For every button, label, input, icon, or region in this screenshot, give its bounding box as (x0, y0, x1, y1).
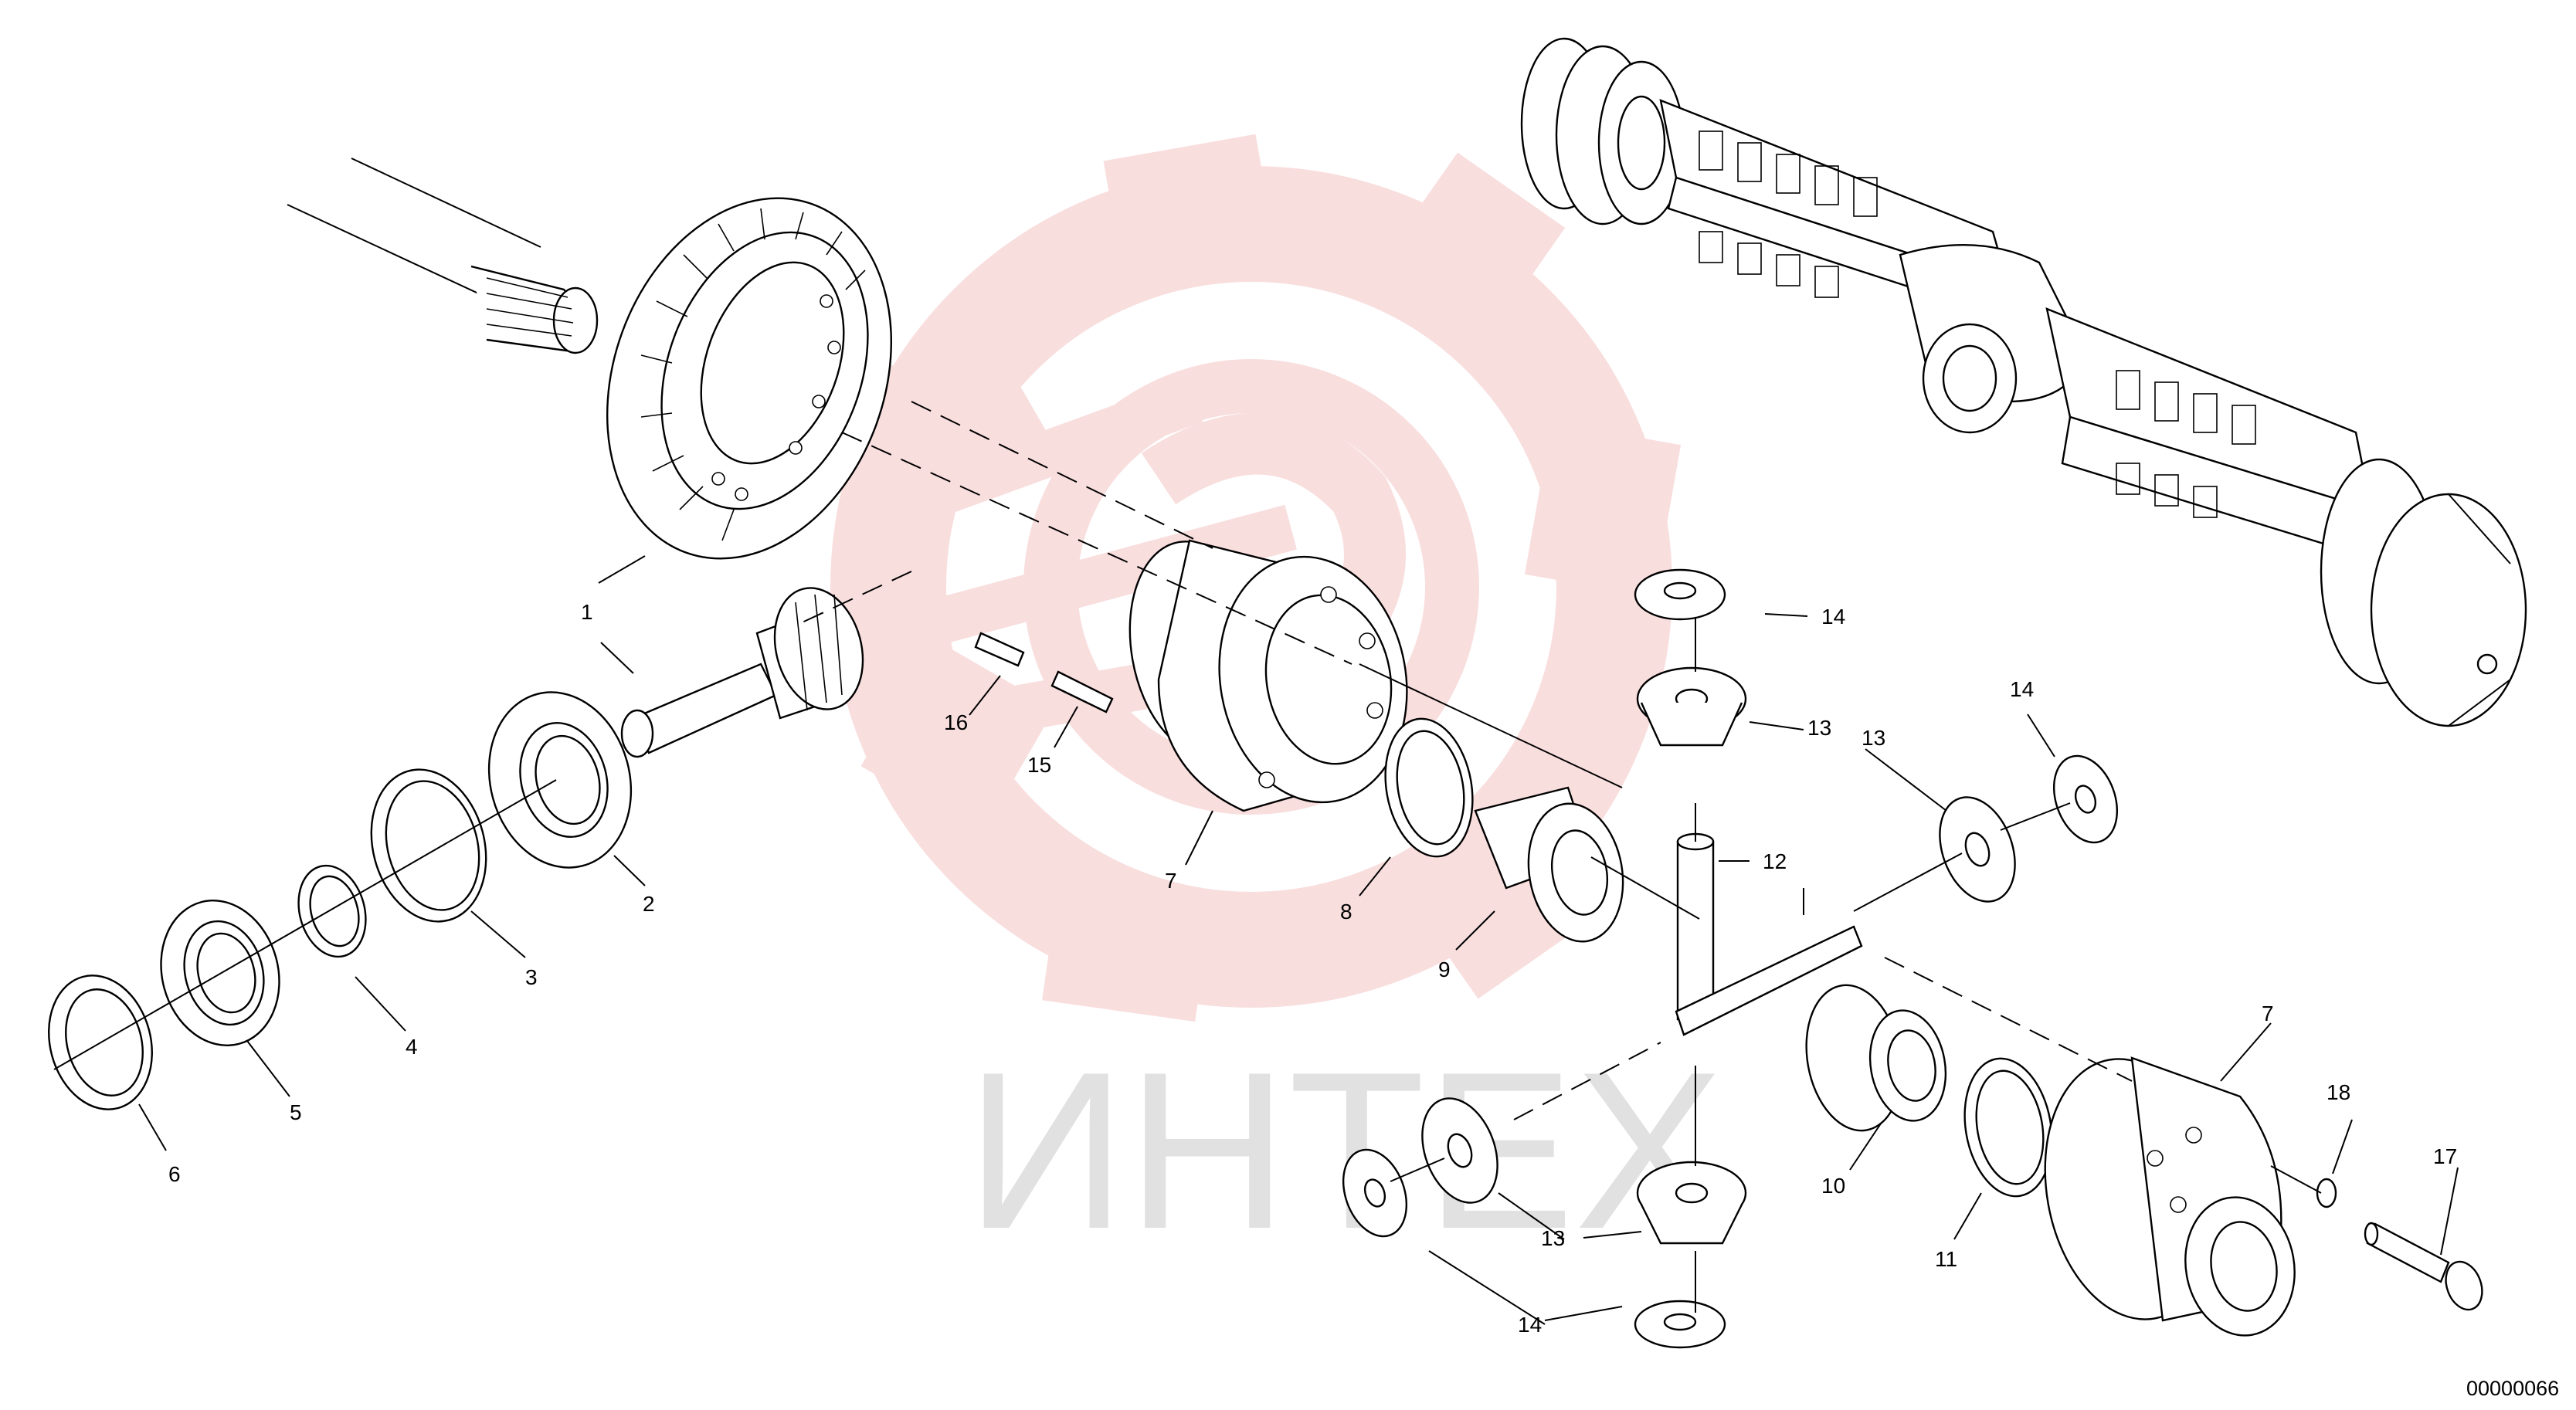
callout-12: 12 (1763, 849, 1787, 873)
document-id: 00000066 (2466, 1377, 2559, 1400)
ring-3 (370, 768, 487, 923)
shim-8 (1384, 717, 1474, 858)
callout-labels: 1 2 3 4 5 6 7 7 8 9 10 11 12 13 13 13 14… (168, 600, 2457, 1337)
leader-lines (138, 555, 2459, 1325)
thrust-washer-14-left (1342, 1148, 1408, 1238)
cross-shaft-12 (1675, 832, 1863, 1036)
ring-4 (297, 864, 367, 958)
bolt-17 (2364, 1222, 2483, 1311)
side-gear-9 (1474, 786, 1624, 943)
diff-case-upper (1128, 539, 1408, 812)
callout-16: 16 (944, 710, 968, 734)
callout-13-top: 13 (1807, 716, 1831, 740)
bearing-2 (487, 691, 633, 869)
callout-13-right: 13 (1862, 726, 1885, 750)
washer-18 (2316, 1178, 2337, 1208)
planet-gear-13-left (1421, 1097, 1498, 1204)
callout-14-bottom: 14 (1518, 1313, 1542, 1337)
callout-7-upper: 7 (1165, 869, 1177, 893)
planet-gear-13-top (1636, 666, 1747, 747)
callout-3: 3 (525, 965, 538, 989)
watermark-text: ИНТЕХ (966, 1025, 1724, 1276)
callout-9: 9 (1438, 958, 1451, 981)
side-gear-10 (1805, 984, 1947, 1132)
drive-shaft (287, 158, 599, 354)
assembly-lines (53, 401, 2322, 1313)
callout-7-lower: 7 (2262, 1002, 2274, 1025)
diff-case-lower (2044, 1056, 2296, 1337)
axle-housing (1520, 37, 2527, 727)
pin-16 (974, 632, 1025, 667)
callout-4: 4 (406, 1035, 418, 1059)
shim-11 (1963, 1057, 2053, 1198)
callout-15: 15 (1027, 753, 1051, 777)
callout-10: 10 (1821, 1174, 1845, 1198)
callout-14-top: 14 (1821, 605, 1845, 629)
callout-5: 5 (290, 1100, 302, 1124)
callout-1: 1 (581, 600, 593, 624)
crown-wheel (606, 197, 892, 560)
callout-8: 8 (1340, 900, 1352, 924)
callout-6: 6 (168, 1162, 181, 1186)
pin-15 (1050, 670, 1114, 713)
callout-11: 11 (1935, 1247, 1957, 1271)
thrust-washer-14-top (1634, 568, 1726, 621)
callout-14-right: 14 (2010, 677, 2034, 701)
planet-gear-13-right (1939, 796, 2016, 903)
callout-13-bottom: 13 (1541, 1226, 1565, 1250)
callout-2: 2 (643, 892, 655, 916)
planet-gear-13-bottom (1636, 1161, 1747, 1245)
callout-17: 17 (2433, 1144, 2457, 1168)
pinion-shaft (620, 587, 864, 758)
thrust-washer-14-bottom (1634, 1300, 1726, 1349)
callout-18: 18 (2327, 1080, 2350, 1104)
thrust-washer-14-right (2052, 754, 2119, 844)
